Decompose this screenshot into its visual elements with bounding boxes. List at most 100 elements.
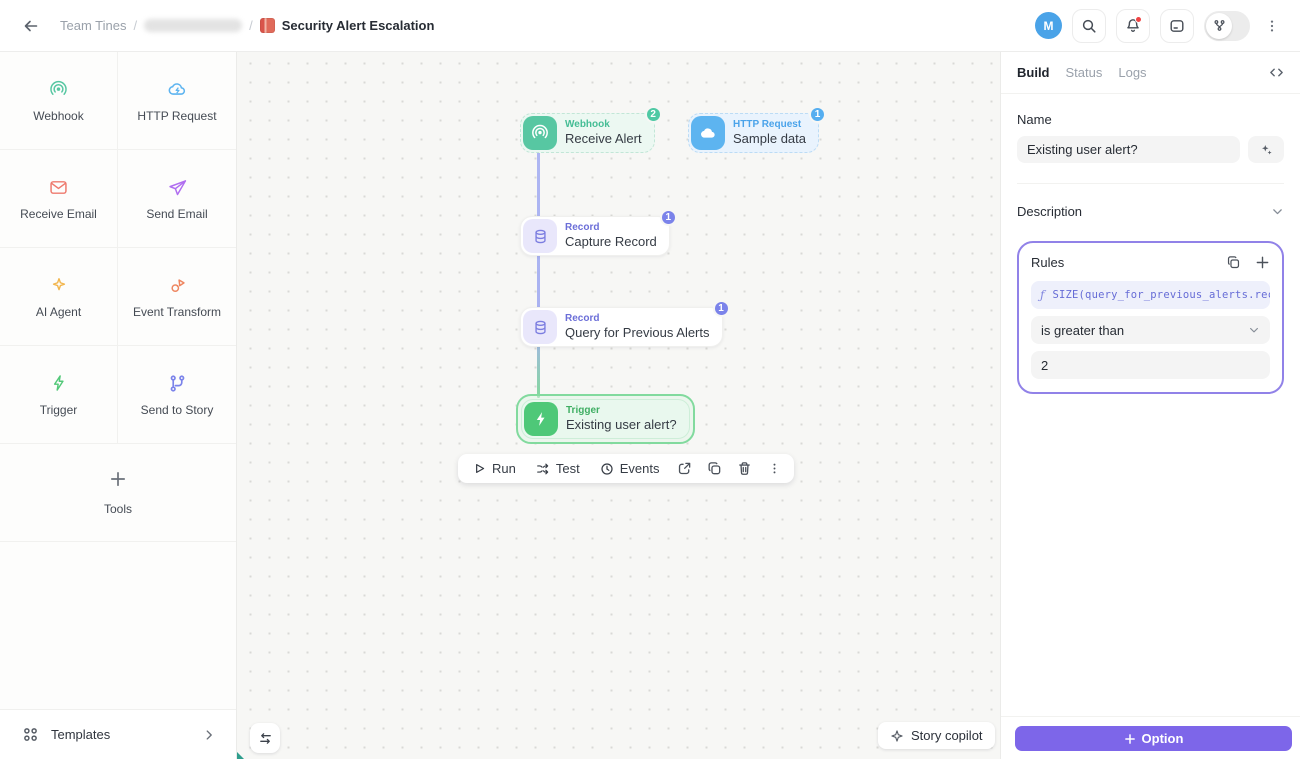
- tab-status[interactable]: Status: [1065, 65, 1103, 80]
- avatar[interactable]: M: [1035, 12, 1062, 39]
- action-palette-sidebar: Webhook HTTP Request Receive Email Send …: [0, 52, 237, 759]
- play-icon: [476, 463, 485, 474]
- palette-item-send-to-story[interactable]: Send to Story: [118, 346, 236, 444]
- node-receive-alert[interactable]: Webhook Receive Alert 2: [520, 106, 662, 153]
- rule-value-input[interactable]: 2: [1031, 351, 1270, 379]
- ai-suggest-button[interactable]: [1248, 136, 1284, 163]
- database-icon: [523, 219, 557, 253]
- node-type-label: Record: [565, 221, 600, 233]
- run-label: Run: [492, 461, 516, 476]
- node-more-button[interactable]: [760, 454, 788, 483]
- storyboard-canvas[interactable]: Webhook Receive Alert 2 HTTP Request Sam…: [237, 52, 1000, 759]
- search-button[interactable]: [1072, 8, 1106, 43]
- palette-item-label: AI Agent: [35, 305, 82, 319]
- test-button[interactable]: Test: [527, 454, 589, 483]
- breadcrumb-redacted-folder[interactable]: [144, 19, 243, 32]
- node-type-label: Trigger: [566, 404, 600, 416]
- export-button[interactable]: [670, 454, 698, 483]
- description-label: Description: [1017, 204, 1083, 219]
- breadcrumb-separator: /: [249, 18, 253, 33]
- add-option-button[interactable]: Option: [1015, 726, 1292, 751]
- lightning-icon: [524, 402, 558, 436]
- palette-item-label: Webhook: [33, 109, 84, 123]
- palette-item-send-email[interactable]: Send Email: [118, 150, 236, 248]
- events-button[interactable]: Events: [591, 454, 669, 483]
- notifications-button[interactable]: [1116, 8, 1150, 43]
- event-count-badge[interactable]: 1: [659, 209, 677, 226]
- node-sample-data[interactable]: HTTP Request Sample data 1: [688, 106, 826, 153]
- story-copilot-label: Story copilot: [911, 728, 983, 743]
- tab-build[interactable]: Build: [1017, 65, 1050, 80]
- database-icon: [523, 310, 557, 344]
- rules-title: Rules: [1031, 255, 1065, 270]
- code-view-button[interactable]: [1269, 65, 1284, 80]
- event-count-badge[interactable]: 2: [644, 106, 662, 123]
- share-icon: [678, 462, 691, 475]
- plus-icon: [1256, 256, 1269, 269]
- lightning-icon: [49, 372, 69, 394]
- node-capture-record[interactable]: Record Capture Record 1: [520, 209, 677, 256]
- auto-layout-button[interactable]: [250, 723, 280, 753]
- cloud-icon: [691, 116, 725, 150]
- copilot-sparkle-icon: [891, 729, 903, 742]
- node-existing-user-alert[interactable]: Trigger Existing user alert?: [521, 399, 690, 439]
- feedback-button[interactable]: [1160, 8, 1194, 43]
- palette-item-trigger[interactable]: Trigger: [0, 346, 118, 444]
- palette-item-webhook[interactable]: Webhook: [0, 52, 118, 150]
- palette-item-tools[interactable]: Tools: [0, 444, 236, 542]
- kebab-icon: [1270, 19, 1274, 32]
- chat-icon: [1170, 19, 1184, 32]
- selected-node-ring[interactable]: Trigger Existing user alert?: [516, 394, 695, 444]
- add-rule-button[interactable]: [1255, 255, 1270, 270]
- plus-icon: [109, 470, 127, 493]
- templates-label: Templates: [51, 727, 111, 742]
- palette-item-event-transform[interactable]: Event Transform: [118, 248, 236, 346]
- tab-logs[interactable]: Logs: [1118, 65, 1147, 80]
- description-section-toggle[interactable]: Description: [1017, 204, 1284, 219]
- duplicate-button[interactable]: [700, 454, 728, 483]
- action-config-panel: Build Status Logs Name Description Rules: [1000, 52, 1300, 759]
- palette-item-http-request[interactable]: HTTP Request: [118, 52, 236, 150]
- clock-icon: [601, 462, 613, 475]
- search-icon: [1082, 19, 1096, 33]
- rule-value-text: 2: [1041, 357, 1049, 373]
- event-count-badge[interactable]: 1: [809, 106, 826, 123]
- delete-button[interactable]: [730, 454, 758, 483]
- more-menu-button[interactable]: [1260, 11, 1284, 41]
- trash-icon: [739, 462, 750, 475]
- node-name: Capture Record: [565, 234, 657, 250]
- name-field-row: [1017, 136, 1284, 163]
- story-copilot-button[interactable]: Story copilot: [878, 722, 995, 749]
- templates-button[interactable]: Templates: [0, 709, 236, 759]
- cloud-icon: [166, 78, 188, 100]
- name-input[interactable]: [1017, 136, 1240, 163]
- action-palette-grid: Webhook HTTP Request Receive Email Send …: [0, 52, 236, 542]
- duplicate-rule-button[interactable]: [1226, 255, 1241, 270]
- test-icon: [536, 463, 549, 474]
- back-button[interactable]: [16, 11, 46, 41]
- templates-grid-icon: [22, 726, 39, 743]
- name-label: Name: [1017, 112, 1052, 127]
- node-type-label: HTTP Request: [733, 118, 802, 130]
- event-count-badge[interactable]: 1: [712, 300, 730, 317]
- kebab-icon: [773, 463, 776, 474]
- palette-item-label: Event Transform: [132, 305, 222, 319]
- panel-footer: Option: [1001, 716, 1300, 759]
- node-query-for-previous-alerts[interactable]: Record Query for Previous Alerts 1: [520, 300, 730, 347]
- rule-operator-select[interactable]: is greater than: [1031, 316, 1270, 344]
- chevron-right-icon: [202, 728, 216, 742]
- code-icon: [1270, 68, 1283, 77]
- change-control-toggle[interactable]: [1204, 10, 1250, 41]
- palette-item-receive-email[interactable]: Receive Email: [0, 150, 118, 248]
- run-button[interactable]: Run: [464, 454, 525, 483]
- palette-item-ai-agent[interactable]: AI Agent: [0, 248, 118, 346]
- breadcrumb-story-title[interactable]: Security Alert Escalation: [281, 18, 435, 33]
- copy-icon: [1227, 256, 1240, 269]
- collaborator-cursor-mark: [237, 752, 244, 759]
- rule-formula-input[interactable]: ƒ SIZE(query_for_previous_alerts.records…: [1031, 281, 1270, 309]
- breadcrumb-team[interactable]: Team Tines: [60, 18, 127, 33]
- divider: [1017, 183, 1284, 184]
- palette-item-label: HTTP Request: [137, 109, 217, 123]
- rules-header: Rules: [1031, 255, 1270, 270]
- breadcrumb: Team Tines / / Security Alert Escalation: [60, 18, 434, 33]
